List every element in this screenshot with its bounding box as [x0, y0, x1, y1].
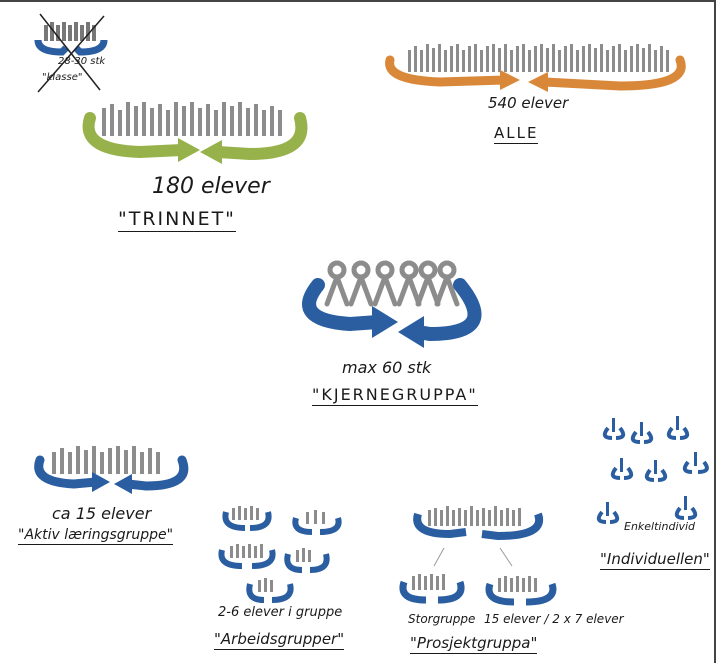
prosjekt-split-line-right [499, 547, 513, 567]
aktiv-people [52, 446, 160, 474]
prosjekt-label: "Prosjektgruppa" [410, 634, 538, 654]
aktiv-count: ca 15 elever [52, 504, 152, 523]
kjernegruppa-label: "KJERNEGRUPPA" [312, 385, 478, 406]
alle-arrowhead-right [528, 72, 548, 92]
prosjekt-people-left [412, 574, 445, 590]
klasse-label: "klasse" [42, 72, 83, 83]
klasse-count: 28-30 stk [58, 56, 106, 67]
alle-label: ALLE [494, 124, 539, 144]
aktiv-label: "Aktiv læringsgruppe" [18, 527, 174, 545]
kjernegruppa-arrowhead-left [372, 306, 398, 338]
alle-count: 540 elever [488, 94, 569, 112]
klasse-arrow-right [73, 39, 108, 56]
trinnet-people [102, 102, 282, 136]
alle-arrow-right [540, 55, 686, 91]
kjernegruppa-arrow-right [411, 278, 482, 342]
aktiv-arrowhead-left [92, 472, 110, 492]
alle-arrow-left [385, 55, 510, 87]
arbeid-cluster-4 [284, 548, 330, 573]
trinnet-arrow-right [212, 112, 308, 161]
arbeid-label: "Arbeidsgrupper" [214, 630, 345, 650]
prosjekt-split-line-left [433, 547, 445, 567]
prosjekt-people-top [428, 506, 521, 526]
prosjekt-arrow-left-group [399, 580, 465, 604]
individ-count: Enkeltindivid [624, 520, 696, 533]
prosjekt-arrow-top-right [481, 512, 544, 541]
prosjekt-arrow-top-left [413, 512, 467, 539]
trinnet-arrowhead-left [178, 138, 200, 162]
klasse-arrow-left [34, 39, 69, 56]
prosjekt-count-left: Storgruppe [408, 612, 476, 626]
individ-label: "Individuellen" [600, 550, 710, 570]
prosjekt-people-right [498, 576, 537, 592]
prosjekt-arrow-right-group [485, 582, 557, 606]
alle-people [408, 44, 669, 72]
aktiv-arrowhead-right [114, 474, 132, 494]
arbeid-cluster-1 [222, 506, 272, 531]
aktiv-arrow-right [123, 455, 189, 491]
trinnet-label: "TRINNET" [118, 208, 236, 232]
aktiv-arrow-left [34, 455, 101, 489]
prosjekt-count-right: 15 elever / 2 x 7 elever [484, 612, 624, 626]
kjernegruppa-people [324, 260, 460, 307]
arbeid-cluster-2 [292, 510, 342, 535]
klasse-cross-2 [37, 15, 105, 93]
kjernegruppa-arrow-left [302, 278, 385, 332]
klasse-people [44, 22, 96, 41]
kjernegruppa-count: max 60 stk [342, 358, 432, 377]
individ-figures [596, 416, 709, 524]
arbeid-cluster-3 [218, 544, 276, 569]
trinnet-arrowhead-right [200, 140, 222, 164]
klasse-cross-1 [39, 13, 101, 91]
arbeid-cluster-5 [246, 578, 294, 603]
trinnet-arrow-left [82, 112, 188, 159]
trinnet-count: 180 elever [152, 174, 270, 199]
arbeid-count: 2-6 elever i gruppe [218, 605, 343, 620]
alle-arrowhead-left [500, 70, 520, 90]
kjernegruppa-arrowhead-right [398, 316, 424, 348]
